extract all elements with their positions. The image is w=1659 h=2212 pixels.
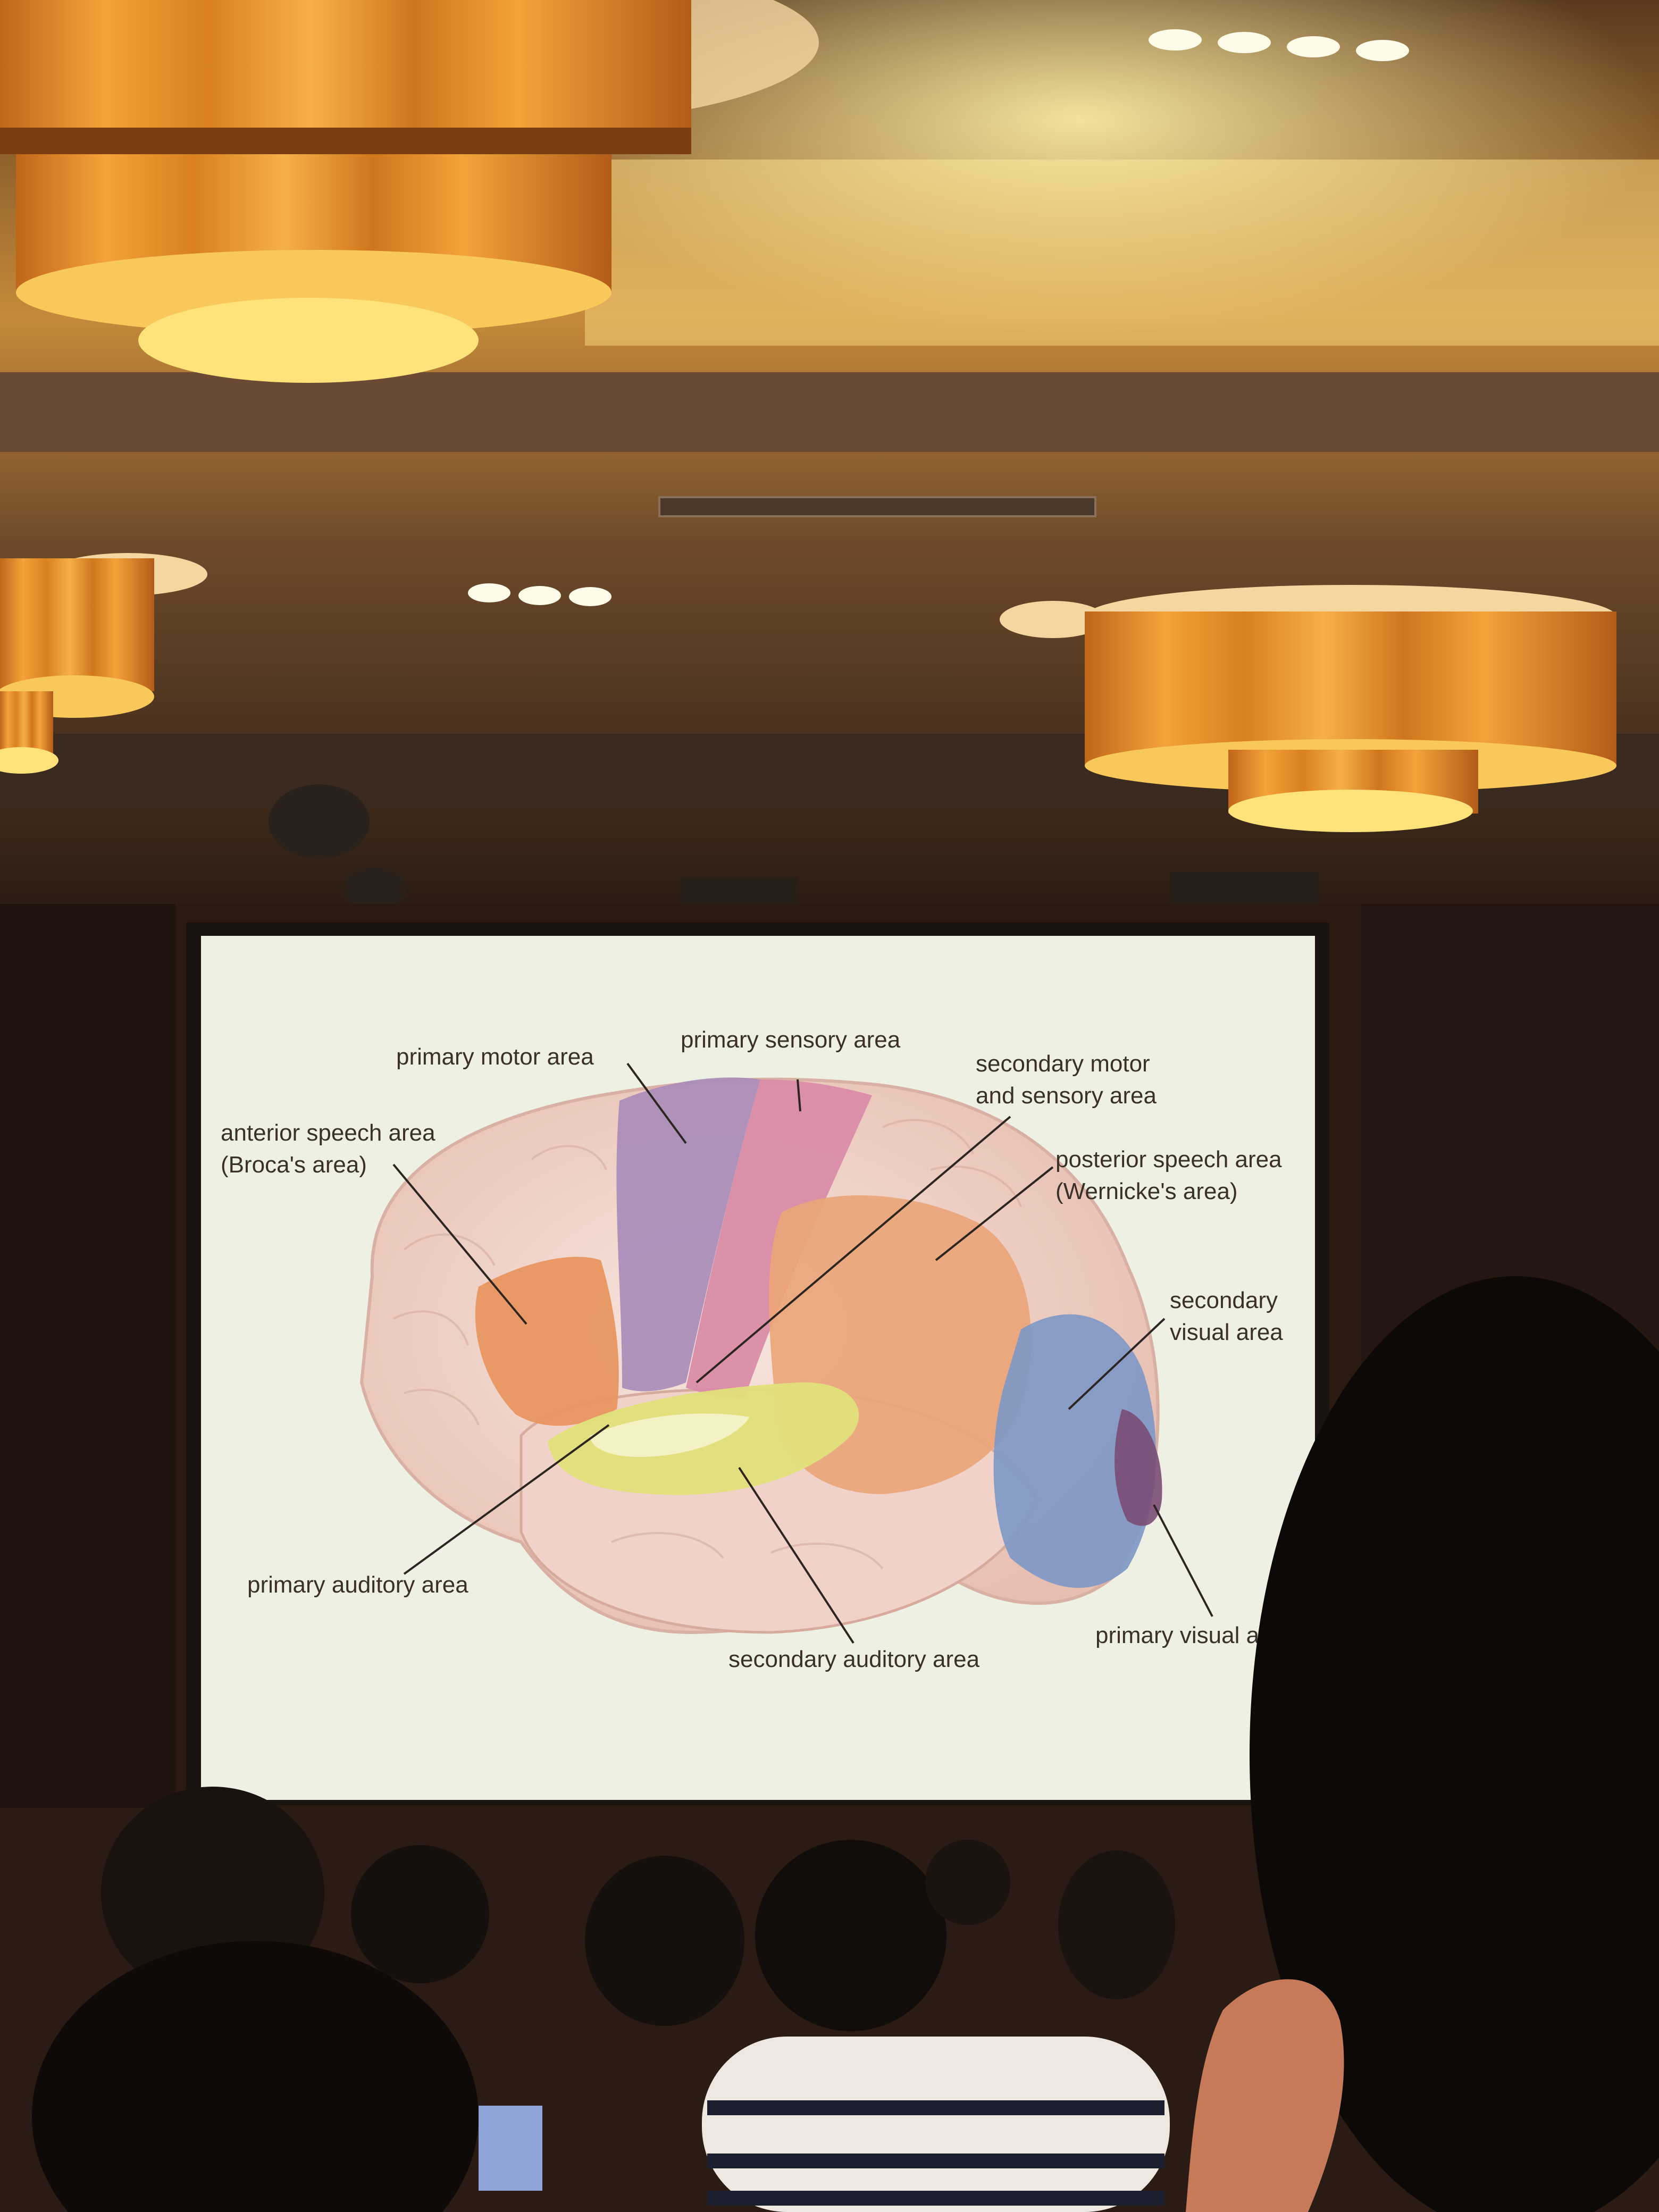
label-secondary-motor-line2: and sensory area	[976, 1083, 1157, 1109]
audience-head	[755, 1840, 946, 2031]
chandelier-left	[0, 553, 207, 774]
audience	[0, 1276, 1659, 2212]
audience-shirt	[702, 2037, 1170, 2212]
label-primary-auditory-area: primary auditory area	[247, 1572, 468, 1598]
audience-head	[1058, 1850, 1175, 1999]
label-primary-motor-area: primary motor area	[396, 1044, 594, 1070]
label-anterior-speech-line1: anterior speech area	[221, 1120, 435, 1146]
secondary-visual-area	[993, 1314, 1156, 1588]
shirt-stripes	[707, 2100, 1164, 2206]
label-secondary-visual-line2: visual area	[1170, 1319, 1283, 1345]
audience-head	[351, 1845, 489, 1983]
primary-motor-area	[616, 1077, 760, 1392]
brain-gyri-texture	[393, 1119, 1022, 1570]
slide-labels: primary motor area primary sensory area …	[221, 1027, 1283, 1672]
label-posterior-speech-line1: posterior speech area	[1055, 1146, 1282, 1172]
chandelier-right	[1000, 585, 1616, 832]
air-vent	[658, 496, 1096, 517]
downlights-top	[1149, 29, 1409, 61]
label-primary-visual-area: primary visual are	[1095, 1622, 1280, 1648]
chandelier-top-left	[0, 0, 819, 383]
leader-lines	[392, 1062, 1213, 1644]
label-primary-sensory-area: primary sensory area	[681, 1027, 901, 1053]
primary-auditory-area	[590, 1413, 750, 1457]
label-secondary-motor-line1: secondary motor	[976, 1051, 1150, 1077]
audience-head	[585, 1856, 744, 2026]
wall-panel-left	[0, 904, 175, 1861]
audience-head	[925, 1840, 1010, 1925]
primary-visual-area	[1115, 1409, 1162, 1526]
brocas-area	[475, 1256, 619, 1426]
audience-head-foreground	[32, 1941, 479, 2212]
foreground-hand	[1186, 1979, 1344, 2212]
foreground-person	[1250, 1276, 1659, 2212]
ceiling-beam	[0, 372, 1659, 452]
label-posterior-speech-line2: (Wernicke's area)	[1055, 1178, 1238, 1204]
label-secondary-visual-line1: secondary	[1170, 1287, 1278, 1313]
label-anterior-speech-line2: (Broca's area)	[221, 1152, 367, 1178]
laptop-screen	[479, 2106, 542, 2191]
downlights-middle	[468, 583, 611, 606]
label-secondary-auditory-area: secondary auditory area	[728, 1646, 980, 1672]
projector-equipment	[269, 784, 1319, 909]
brain-diagram	[359, 1077, 1162, 1635]
